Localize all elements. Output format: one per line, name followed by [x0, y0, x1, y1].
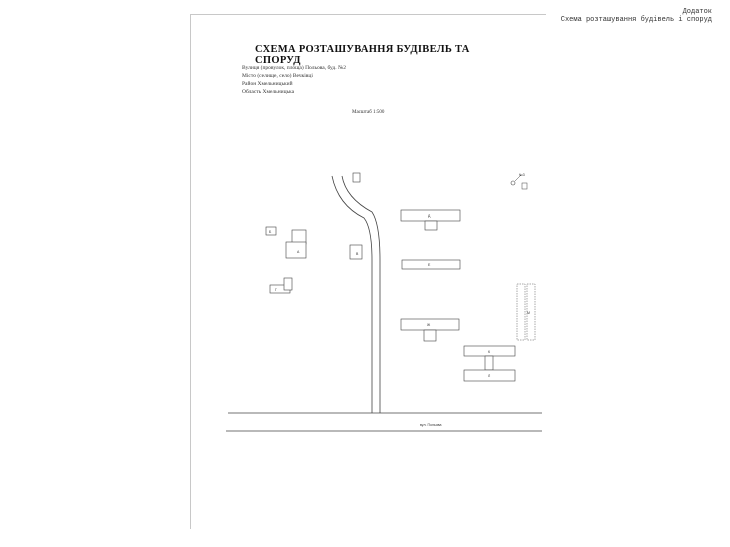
document-sheet — [190, 14, 551, 529]
label-building-2: Е — [428, 263, 431, 267]
appendix-line-1: Додаток — [682, 8, 712, 16]
marker-box — [521, 182, 528, 190]
greenhouse-1 — [516, 283, 526, 341]
house-main — [285, 241, 307, 259]
marker-top — [352, 172, 361, 183]
label-building-4: К — [488, 350, 491, 354]
barn-annex — [283, 277, 293, 291]
label-building-5: Л — [488, 374, 491, 378]
long-building-5 — [463, 369, 516, 382]
address-region: Область Хмельницька — [242, 89, 295, 95]
label-barn: Г — [275, 288, 277, 292]
marker-pointer — [514, 174, 522, 182]
address-street: Вулиця (провулок, площа) Польова, буд. №… — [242, 65, 346, 71]
long-building-4-annex — [484, 355, 494, 371]
north-label: №3 — [519, 173, 525, 177]
long-building-1 — [400, 209, 461, 222]
address-city: Місто (селище, село) Вечківці — [242, 73, 313, 79]
sheet-top-border — [191, 14, 546, 15]
neighbour-marker: №3 — [510, 173, 528, 190]
garage-building — [349, 244, 363, 260]
address-district: Район Хмельницький — [242, 81, 293, 87]
document-title: СХЕМА РОЗТАШУВАННЯ БУДІВЕЛЬ ТА СПОРУД — [255, 44, 470, 66]
long-building-2 — [401, 259, 461, 270]
label-garage: В — [356, 252, 359, 256]
greenhouse-2 — [526, 283, 536, 341]
label-shed: Б — [269, 230, 272, 234]
scale-label: Масштаб 1:500 — [352, 110, 385, 115]
label-building-1: Д — [428, 214, 431, 218]
street-label: вул. Польова — [420, 423, 441, 427]
shed-building — [265, 226, 277, 236]
long-building-1-annex — [424, 220, 438, 231]
appendix-note: Додаток Схема розташування будівель і сп… — [561, 8, 712, 24]
driveway-right-edge — [341, 175, 381, 413]
label-house: А — [297, 250, 300, 254]
driveway-left-edge — [331, 175, 373, 413]
label-greenhouse: М — [527, 311, 530, 315]
appendix-line-2: Схема розташування будівель і споруд — [560, 16, 712, 24]
address-block: Вулиця (провулок, площа) Польова, буд. №… — [242, 64, 346, 96]
label-building-3: Ж — [427, 323, 431, 327]
long-building-3-annex — [423, 329, 437, 342]
marker-circle — [510, 180, 516, 186]
